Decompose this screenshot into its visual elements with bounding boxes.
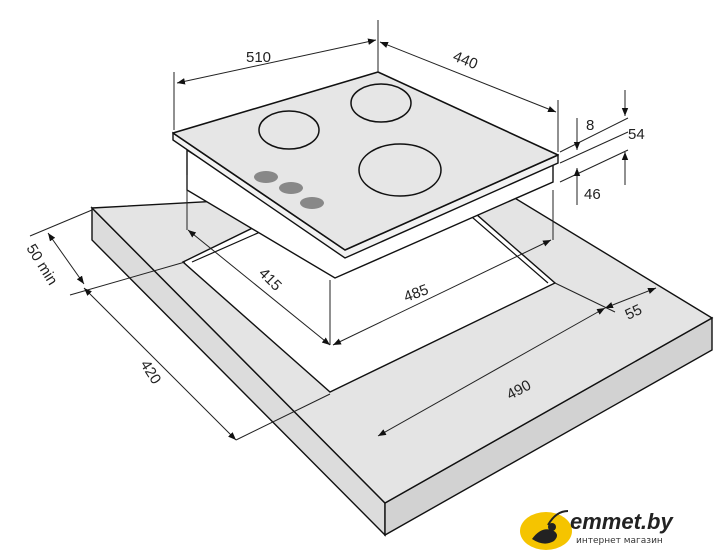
dim-body-height: 46	[584, 186, 601, 203]
dim-side-distance: 55	[623, 301, 645, 323]
dim-hob-depth: 440	[451, 48, 481, 73]
emmet-logo: emmet.by интернет магазин	[518, 507, 718, 553]
burner	[258, 110, 320, 150]
bee-icon	[520, 510, 572, 550]
dimension-lines	[29, 20, 657, 441]
dim-countertop-depth: 420	[137, 357, 165, 387]
burner	[358, 143, 442, 197]
logo-brand: emmet.by	[570, 509, 673, 534]
knob	[300, 197, 324, 209]
dim-min-rear-distance: 50 min	[23, 241, 61, 288]
dim-glass-thickness: 8	[586, 117, 594, 134]
knob	[254, 171, 278, 183]
knob	[279, 182, 303, 194]
dim-hob-width: 510	[246, 49, 271, 66]
logo-tagline: интернет магазин	[576, 536, 663, 546]
dim-total-height: 54	[628, 126, 645, 143]
